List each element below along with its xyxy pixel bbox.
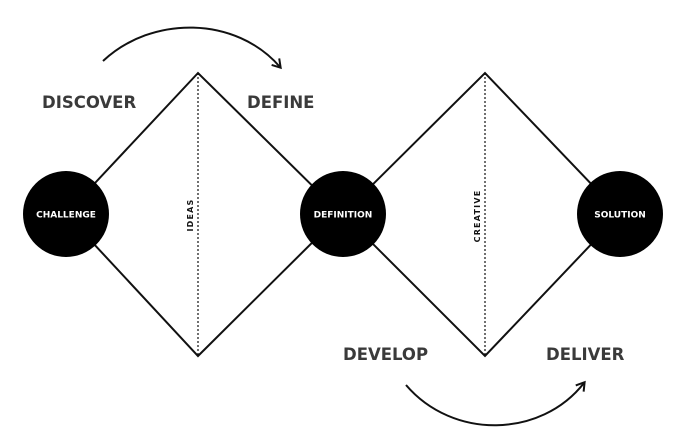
phase-develop: DEVELOP: [343, 345, 428, 364]
discover-define-arrow: [102, 26, 282, 70]
definition-label: DEFINITION: [314, 211, 373, 221]
develop-deliver-arrow: [405, 380, 586, 427]
challenge-label: CHALLENGE: [36, 211, 96, 221]
definition-node: DEFINITION: [300, 171, 386, 257]
creative-label-backdrop: [470, 180, 484, 252]
solution-label: SOLUTION: [594, 211, 646, 221]
ideas-label: IDEAS: [186, 198, 195, 231]
phase-define: DEFINE: [247, 93, 314, 112]
ideas-label-backdrop: [184, 188, 197, 242]
creative-label: CREATIVE: [473, 190, 482, 243]
phase-discover: DISCOVER: [42, 93, 136, 112]
challenge-node: CHALLENGE: [23, 171, 109, 257]
phase-deliver: DELIVER: [546, 345, 625, 364]
solution-node: SOLUTION: [577, 171, 663, 257]
